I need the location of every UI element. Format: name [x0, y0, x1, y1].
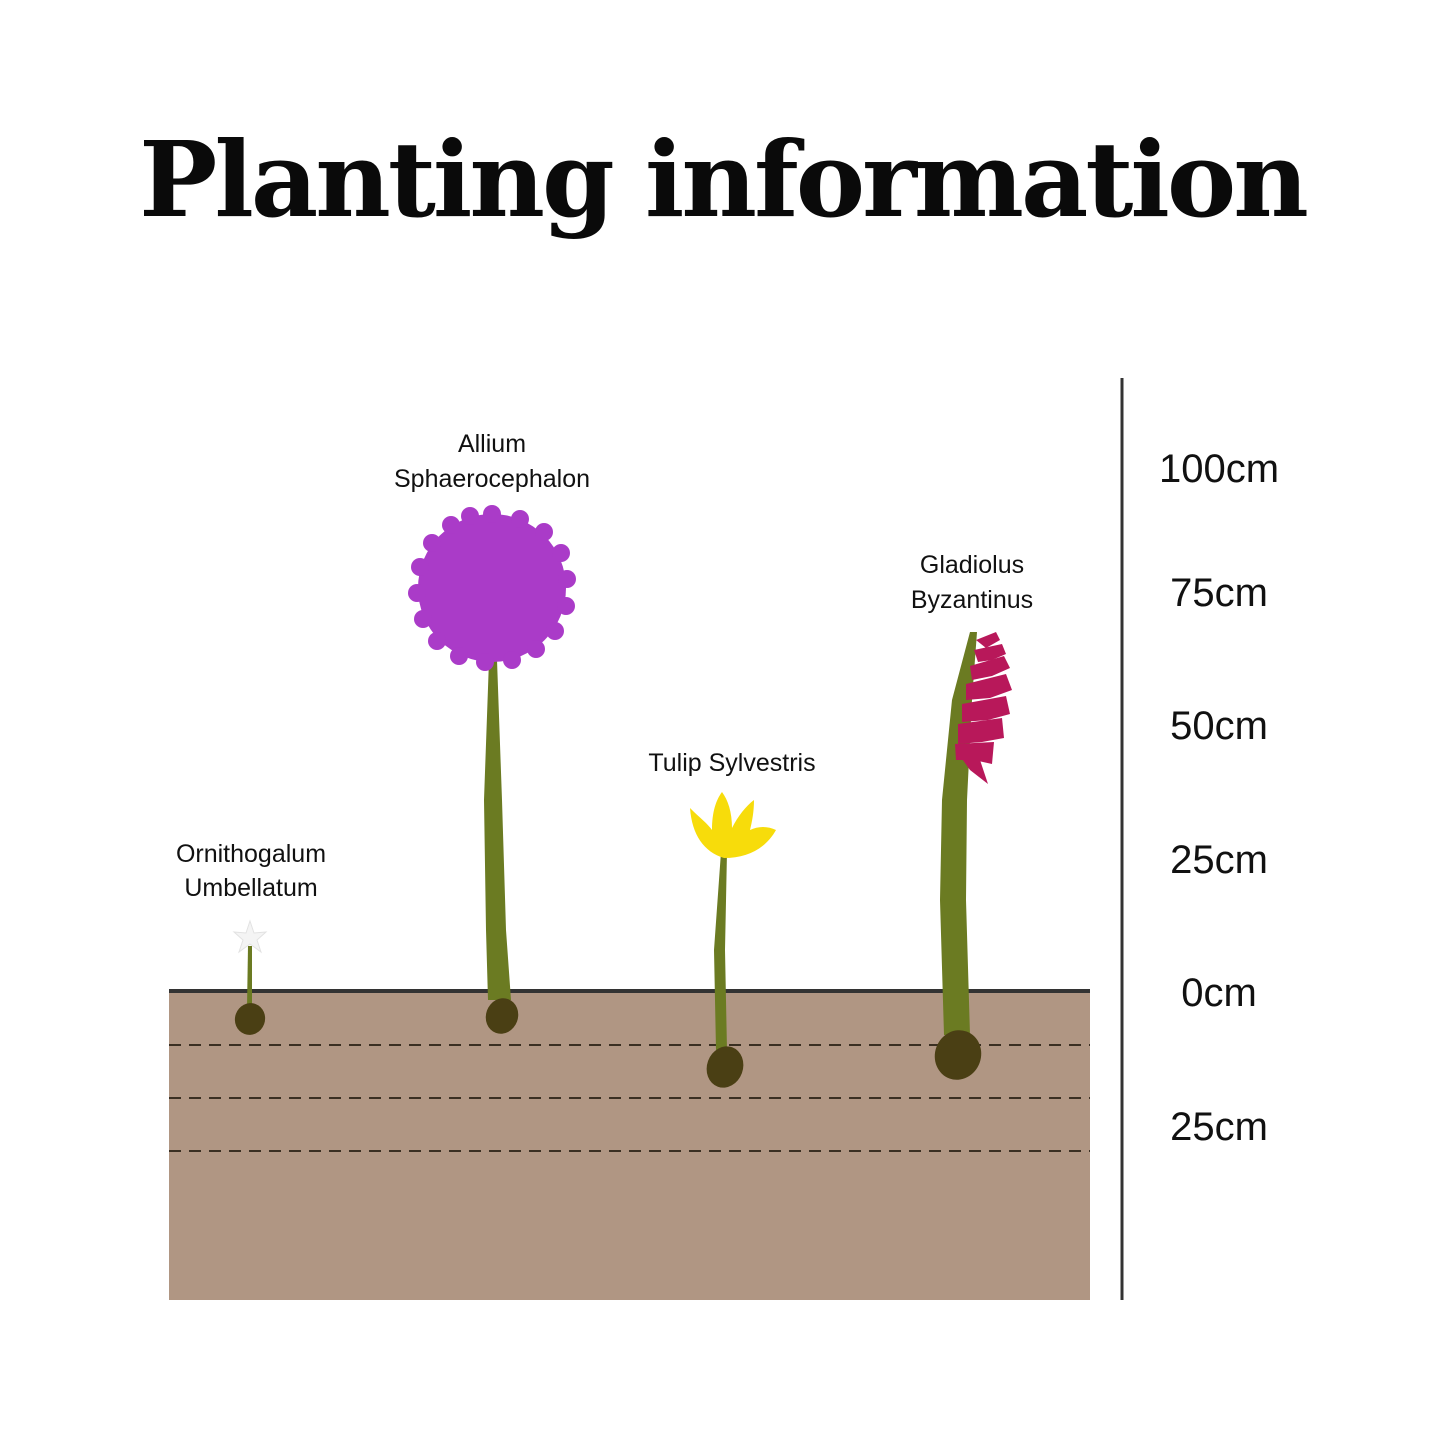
- plant-gladiolus: [934, 632, 1012, 1080]
- plant-label-ornithogalum-line2: Umbellatum: [184, 874, 317, 902]
- plant-tulip: [690, 792, 776, 1088]
- plant-label-ornithogalum-line1: Ornithogalum: [176, 840, 326, 868]
- gladiolus-bulb: [934, 1030, 982, 1080]
- purple-pompom-flower-icon: [408, 505, 576, 671]
- scale-label-depth-25cm: 25cm: [1170, 1105, 1268, 1149]
- scale-label-75cm: 75cm: [1170, 571, 1268, 615]
- scale-label-25cm: 25cm: [1170, 838, 1268, 882]
- plant-label-allium-line2: Sphaerocephalon: [394, 465, 590, 493]
- scale-label-0cm: 0cm: [1181, 971, 1257, 1015]
- allium-bulb: [485, 998, 519, 1034]
- plant-label-tulip: Tulip Sylvestris: [648, 749, 815, 777]
- soil-area: [169, 991, 1090, 1300]
- scale-label-50cm: 50cm: [1170, 704, 1268, 748]
- white-star-flower-icon: [232, 919, 268, 954]
- plant-ornithogalum: [232, 919, 268, 1035]
- tulip-stem: [714, 852, 727, 1050]
- plant-label-gladiolus-line2: Byzantinus: [911, 586, 1033, 614]
- yellow-tulip-flower-icon: [690, 792, 776, 858]
- plant-allium: [408, 505, 576, 1034]
- tulip-bulb: [706, 1046, 744, 1088]
- ornithogalum-stem: [247, 946, 252, 1008]
- page-title: Planting information: [139, 118, 1309, 241]
- allium-stem: [484, 660, 511, 1000]
- ornithogalum-bulb: [234, 1003, 266, 1035]
- plant-label-gladiolus-line1: Gladiolus: [920, 551, 1024, 579]
- magenta-spike-flower-icon: [955, 632, 1012, 784]
- scale-label-100cm: 100cm: [1159, 447, 1279, 491]
- plant-label-allium-line1: Allium: [458, 430, 526, 458]
